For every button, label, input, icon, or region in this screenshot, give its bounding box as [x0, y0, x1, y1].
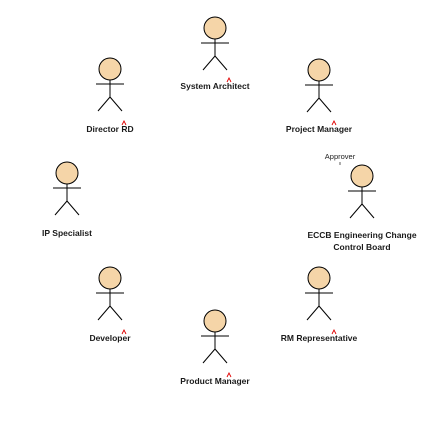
actor-label: ECCB Engineering Change — [307, 230, 416, 240]
element-marker-icon — [121, 328, 127, 335]
actor-left-leg — [97, 96, 111, 112]
actor-label: Director RD — [86, 124, 133, 134]
actor-right-leg — [214, 348, 228, 364]
actor-developer[interactable]: Developer — [89, 266, 131, 343]
actor-left-leg — [349, 203, 363, 219]
actor-left-leg — [202, 348, 216, 364]
actor-right-leg — [361, 203, 375, 219]
actor-head — [307, 266, 331, 290]
actor-head — [203, 309, 227, 333]
actor-left-leg — [54, 200, 68, 216]
actor-left-leg — [306, 97, 320, 113]
element-marker-icon — [331, 119, 337, 126]
actor-head — [203, 16, 227, 40]
actor-head — [98, 57, 122, 81]
actor-system-architect[interactable]: System Architect — [180, 16, 250, 91]
actor-right-leg — [109, 305, 123, 321]
actor-label: Developer — [89, 333, 131, 343]
actor-head — [350, 164, 374, 188]
actor-right-leg — [109, 96, 123, 112]
actor-ip-specialist[interactable]: IP Specialist — [42, 161, 92, 238]
actor-label: Control Board — [333, 242, 390, 252]
actor-director-rd[interactable]: Director RD — [86, 57, 134, 134]
actor-head — [307, 58, 331, 82]
actor-label: Project Manager — [286, 124, 353, 134]
actor-label: IP Specialist — [42, 228, 92, 238]
element-marker-icon — [226, 371, 232, 378]
actor-label: Product Manager — [180, 376, 250, 386]
actor-head — [98, 266, 122, 290]
actor-right-leg — [214, 55, 228, 71]
actor-head — [55, 161, 79, 185]
actor-rm-representative[interactable]: RM Representative — [281, 266, 358, 343]
actor-stereotype-label: Approver — [325, 152, 356, 161]
actor-product-manager[interactable]: Product Manager — [180, 309, 250, 386]
actor-left-leg — [97, 305, 111, 321]
actor-left-leg — [202, 55, 216, 71]
actor-left-leg — [306, 305, 320, 321]
element-marker-icon — [226, 76, 232, 83]
actor-right-leg — [66, 200, 80, 216]
actor-label: System Architect — [180, 81, 249, 91]
actor-project-manager[interactable]: Project Manager — [286, 58, 353, 134]
actor-right-leg — [318, 305, 332, 321]
element-marker-icon — [121, 119, 127, 126]
element-marker-icon — [331, 328, 337, 335]
actor-right-leg — [318, 97, 332, 113]
actor-label: RM Representative — [281, 333, 358, 343]
